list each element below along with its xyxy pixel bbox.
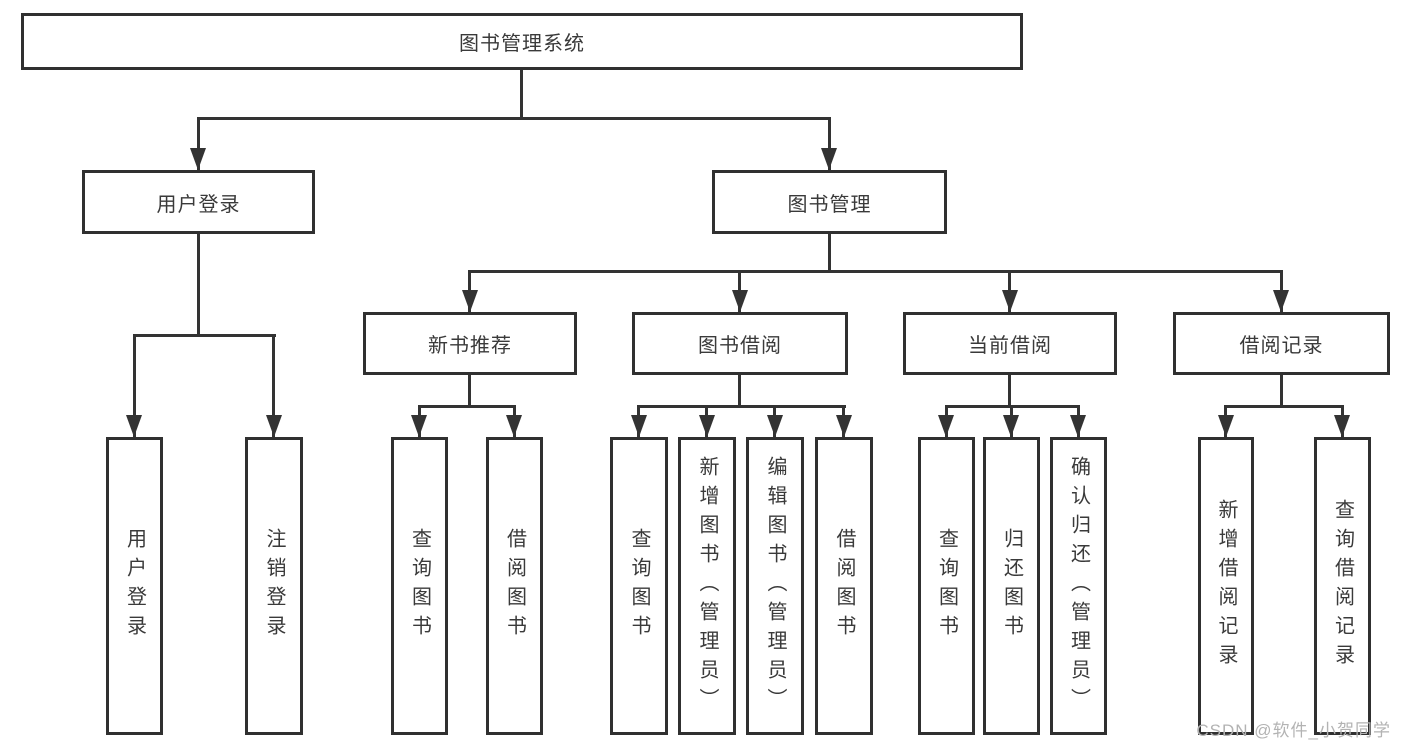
node-label: 新增图书（管理员） bbox=[696, 455, 718, 717]
node-book-borrow: 图书借阅 bbox=[632, 312, 848, 375]
connector-bookborrow-stub bbox=[738, 375, 741, 408]
connector-borrowrecords-stub bbox=[1280, 375, 1283, 408]
connector-bookmgmt-hline bbox=[468, 270, 1283, 273]
connector-root-stub bbox=[520, 70, 523, 118]
leaf-return-books: 归还图书 bbox=[983, 437, 1040, 735]
csdn-watermark: CSDN @软件_小贺同学 bbox=[1196, 721, 1391, 740]
node-current-borrow: 当前借阅 bbox=[903, 312, 1117, 375]
arrow-down-icon bbox=[411, 415, 427, 437]
arrow-down-icon bbox=[1070, 415, 1086, 437]
connector-borrowrecords-hline bbox=[1224, 405, 1344, 408]
node-system-root: 图书管理系统 bbox=[21, 13, 1023, 70]
node-user-login: 用户登录 bbox=[82, 170, 315, 234]
node-label: 查询借阅记录 bbox=[1331, 499, 1354, 673]
node-label: 图书借阅 bbox=[698, 335, 782, 357]
leaf-user-login: 用户登录 bbox=[106, 437, 163, 735]
leaf-borrow-books: 借阅图书 bbox=[815, 437, 873, 735]
arrow-down-icon bbox=[1003, 415, 1019, 437]
node-label: 新书推荐 bbox=[428, 335, 512, 357]
connector-root-hline bbox=[197, 117, 831, 120]
leaf-add-books-admin: 新增图书（管理员） bbox=[678, 437, 736, 735]
arrow-down-icon bbox=[1002, 290, 1018, 312]
leaf-borrow-books-recommend: 借阅图书 bbox=[486, 437, 543, 735]
connector-newbookrec-hline bbox=[418, 405, 516, 408]
node-label: 注销登录 bbox=[263, 528, 285, 644]
leaf-query-books-current: 查询图书 bbox=[918, 437, 975, 735]
node-book-management: 图书管理 bbox=[712, 170, 947, 234]
arrow-down-icon bbox=[1218, 415, 1234, 437]
connector-drop-leaf-user-login bbox=[133, 334, 136, 437]
leaf-add-borrow-record: 新增借阅记录 bbox=[1198, 437, 1254, 735]
node-new-book-recommend: 新书推荐 bbox=[363, 312, 577, 375]
node-label: 当前借阅 bbox=[968, 335, 1052, 357]
connector-drop-book-mgmt bbox=[828, 117, 831, 170]
connector-drop-leaf-logout bbox=[272, 334, 275, 437]
node-label: 确认归还（管理员） bbox=[1067, 455, 1090, 717]
node-label: 用户登录 bbox=[123, 528, 146, 644]
arrow-down-icon bbox=[699, 415, 715, 437]
node-label: 借阅图书 bbox=[833, 528, 855, 644]
connector-bookborrow-hline bbox=[637, 405, 846, 408]
leaf-edit-books-admin: 编辑图书（管理员） bbox=[746, 437, 804, 735]
node-label: 归还图书 bbox=[1000, 528, 1023, 644]
leaf-query-books-borrow: 查询图书 bbox=[610, 437, 668, 735]
node-label: 新增借阅记录 bbox=[1215, 499, 1237, 673]
connector-bookmgmt-stub bbox=[828, 234, 831, 273]
arrow-down-icon bbox=[1273, 290, 1289, 312]
node-borrow-records: 借阅记录 bbox=[1173, 312, 1390, 375]
arrow-down-icon bbox=[631, 415, 647, 437]
arrow-down-icon bbox=[938, 415, 954, 437]
node-label: 用户登录 bbox=[156, 193, 241, 216]
arrow-down-icon bbox=[1334, 415, 1350, 437]
connector-currentborrow-stub bbox=[1008, 375, 1011, 408]
node-label: 查询图书 bbox=[628, 528, 650, 644]
arrow-down-icon bbox=[836, 415, 852, 437]
leaf-confirm-return-admin: 确认归还（管理员） bbox=[1050, 437, 1107, 735]
arrow-down-icon bbox=[462, 290, 478, 312]
arrow-down-icon bbox=[126, 415, 142, 437]
connector-drop-user-login bbox=[197, 117, 200, 170]
node-label: 查询图书 bbox=[408, 528, 431, 644]
arrow-down-icon bbox=[190, 148, 206, 170]
connector-newbookrec-stub bbox=[468, 375, 471, 408]
leaf-logout: 注销登录 bbox=[245, 437, 303, 735]
node-label: 编辑图书（管理员） bbox=[764, 455, 786, 717]
arrow-down-icon bbox=[821, 148, 837, 170]
connector-userlogin-stub bbox=[197, 234, 200, 337]
leaf-query-borrow-record: 查询借阅记录 bbox=[1314, 437, 1371, 735]
node-label: 图书管理 bbox=[787, 193, 872, 216]
connector-userlogin-hline bbox=[133, 334, 276, 337]
arrow-down-icon bbox=[732, 290, 748, 312]
node-label: 查询图书 bbox=[935, 528, 958, 644]
arrow-down-icon bbox=[506, 415, 522, 437]
arrow-down-icon bbox=[266, 415, 282, 437]
node-label: 借阅记录 bbox=[1239, 335, 1324, 357]
node-label: 图书管理系统 bbox=[459, 33, 585, 55]
arrow-down-icon bbox=[767, 415, 783, 437]
node-label: 借阅图书 bbox=[503, 528, 526, 644]
leaf-query-books-recommend: 查询图书 bbox=[391, 437, 448, 735]
